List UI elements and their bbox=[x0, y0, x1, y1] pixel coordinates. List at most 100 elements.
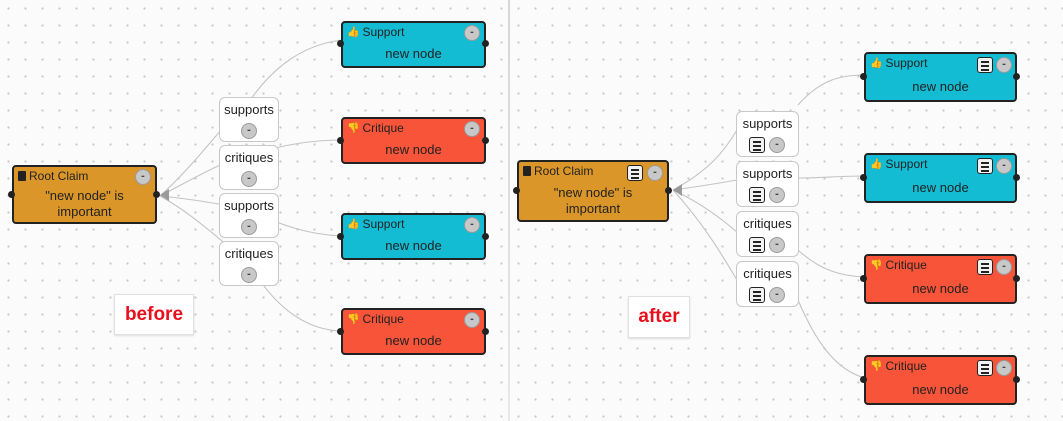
thumbs-down-icon: 👎 bbox=[870, 360, 883, 372]
node-header: Root Claim bbox=[18, 169, 88, 183]
notes-icon[interactable] bbox=[749, 137, 765, 153]
collapse-button[interactable]: - bbox=[241, 171, 257, 187]
support-node[interactable]: 👍 Support - new node bbox=[864, 153, 1017, 203]
notes-icon[interactable] bbox=[977, 259, 993, 275]
collapse-button[interactable]: - bbox=[996, 57, 1012, 73]
relation-text: critiques bbox=[224, 150, 274, 165]
node-text: new node bbox=[912, 79, 969, 94]
node-port[interactable] bbox=[860, 376, 867, 383]
relation-label-critiques[interactable]: critiques - bbox=[736, 211, 799, 257]
collapse-button[interactable]: - bbox=[241, 267, 257, 283]
node-port[interactable] bbox=[153, 191, 160, 198]
node-header: 👎 Critique bbox=[347, 312, 404, 326]
node-port[interactable] bbox=[337, 233, 344, 240]
collapse-button[interactable]: - bbox=[769, 187, 785, 203]
document-icon bbox=[523, 166, 531, 176]
node-type-label: Root Claim bbox=[29, 169, 89, 183]
notes-icon[interactable] bbox=[627, 165, 643, 181]
relation-label-supports[interactable]: supports - bbox=[736, 111, 799, 157]
collapse-button[interactable]: - bbox=[647, 165, 663, 181]
node-type-label: Support bbox=[362, 217, 405, 231]
node-header: 👎 Critique bbox=[347, 121, 404, 135]
node-port[interactable] bbox=[860, 275, 867, 282]
support-node[interactable]: 👍 Support - new node bbox=[341, 213, 486, 260]
notes-icon[interactable] bbox=[749, 287, 765, 303]
node-port[interactable] bbox=[513, 187, 520, 194]
thumbs-down-icon: 👎 bbox=[347, 122, 360, 134]
collapse-button[interactable]: - bbox=[769, 137, 785, 153]
after-canvas[interactable]: Root Claim - "new node" is important sup… bbox=[510, 0, 1063, 421]
node-port[interactable] bbox=[1013, 174, 1020, 181]
relation-label-critiques[interactable]: critiques - bbox=[219, 241, 279, 286]
node-header: Root Claim bbox=[523, 164, 593, 178]
relation-text: critiques bbox=[743, 266, 792, 281]
node-type-label: Critique bbox=[362, 121, 404, 135]
relation-label-critiques[interactable]: critiques - bbox=[736, 261, 799, 307]
relation-label-supports[interactable]: supports - bbox=[219, 193, 279, 238]
relation-label-critiques[interactable]: critiques - bbox=[219, 145, 279, 190]
node-port[interactable] bbox=[860, 174, 867, 181]
node-header: 👍 Support bbox=[347, 217, 404, 231]
thumbs-up-icon: 👍 bbox=[347, 26, 360, 38]
node-port[interactable] bbox=[337, 40, 344, 47]
relation-text: supports bbox=[224, 198, 274, 213]
thumbs-down-icon: 👎 bbox=[347, 313, 360, 325]
collapse-button[interactable]: - bbox=[464, 217, 480, 233]
node-port[interactable] bbox=[482, 40, 489, 47]
collapse-button[interactable]: - bbox=[996, 259, 1012, 275]
relation-label-supports[interactable]: supports - bbox=[219, 97, 279, 142]
relation-text: supports bbox=[224, 102, 274, 117]
collapse-button[interactable]: - bbox=[135, 169, 151, 185]
notes-icon[interactable] bbox=[749, 187, 765, 203]
relation-text: critiques bbox=[743, 216, 792, 231]
collapse-button[interactable]: - bbox=[241, 123, 257, 139]
collapse-button[interactable]: - bbox=[996, 158, 1012, 174]
thumbs-down-icon: 👎 bbox=[870, 259, 883, 271]
thumbs-up-icon: 👍 bbox=[347, 218, 360, 230]
collapse-button[interactable]: - bbox=[996, 360, 1012, 376]
support-node[interactable]: 👍 Support - new node bbox=[341, 21, 486, 68]
notes-icon[interactable] bbox=[977, 360, 993, 376]
node-port[interactable] bbox=[482, 137, 489, 144]
panel-divider bbox=[508, 0, 510, 421]
notes-icon[interactable] bbox=[977, 158, 993, 174]
arrowhead-icon bbox=[160, 189, 169, 201]
node-port[interactable] bbox=[1013, 73, 1020, 80]
critique-node[interactable]: 👎 Critique - new node bbox=[341, 117, 486, 164]
critique-node[interactable]: 👎 Critique - new node bbox=[864, 254, 1017, 304]
node-header: 👍 Support bbox=[870, 56, 927, 70]
collapse-button[interactable]: - bbox=[464, 312, 480, 328]
root-claim-node[interactable]: Root Claim - "new node" is important bbox=[517, 160, 669, 222]
notes-icon[interactable] bbox=[749, 237, 765, 253]
node-type-label: Root Claim bbox=[534, 164, 594, 178]
node-header: 👍 Support bbox=[870, 157, 927, 171]
node-text: new node bbox=[912, 382, 969, 397]
collapse-button[interactable]: - bbox=[241, 219, 257, 235]
node-port[interactable] bbox=[860, 73, 867, 80]
node-port[interactable] bbox=[665, 187, 672, 194]
node-port[interactable] bbox=[482, 233, 489, 240]
node-text: new node bbox=[912, 281, 969, 296]
node-port[interactable] bbox=[337, 328, 344, 335]
critique-node[interactable]: 👎 Critique - new node bbox=[341, 308, 486, 355]
relation-label-supports[interactable]: supports - bbox=[736, 161, 799, 207]
relation-text: supports bbox=[742, 166, 793, 181]
node-port[interactable] bbox=[1013, 275, 1020, 282]
before-canvas[interactable]: Root Claim - "new node" is important sup… bbox=[0, 0, 508, 421]
notes-icon[interactable] bbox=[977, 57, 993, 73]
node-port[interactable] bbox=[482, 328, 489, 335]
arrowhead-icon bbox=[673, 184, 682, 196]
collapse-button[interactable]: - bbox=[769, 237, 785, 253]
collapse-button[interactable]: - bbox=[464, 25, 480, 41]
node-text: "new node" is important bbox=[553, 185, 633, 216]
collapse-button[interactable]: - bbox=[464, 121, 480, 137]
node-port[interactable] bbox=[337, 137, 344, 144]
root-claim-node[interactable]: Root Claim - "new node" is important bbox=[12, 165, 157, 224]
relation-text: critiques bbox=[224, 246, 274, 261]
critique-node[interactable]: 👎 Critique - new node bbox=[864, 355, 1017, 405]
node-port[interactable] bbox=[1013, 376, 1020, 383]
collapse-button[interactable]: - bbox=[769, 287, 785, 303]
support-node[interactable]: 👍 Support - new node bbox=[864, 52, 1017, 102]
node-text: new node bbox=[385, 46, 442, 61]
node-port[interactable] bbox=[8, 191, 15, 198]
